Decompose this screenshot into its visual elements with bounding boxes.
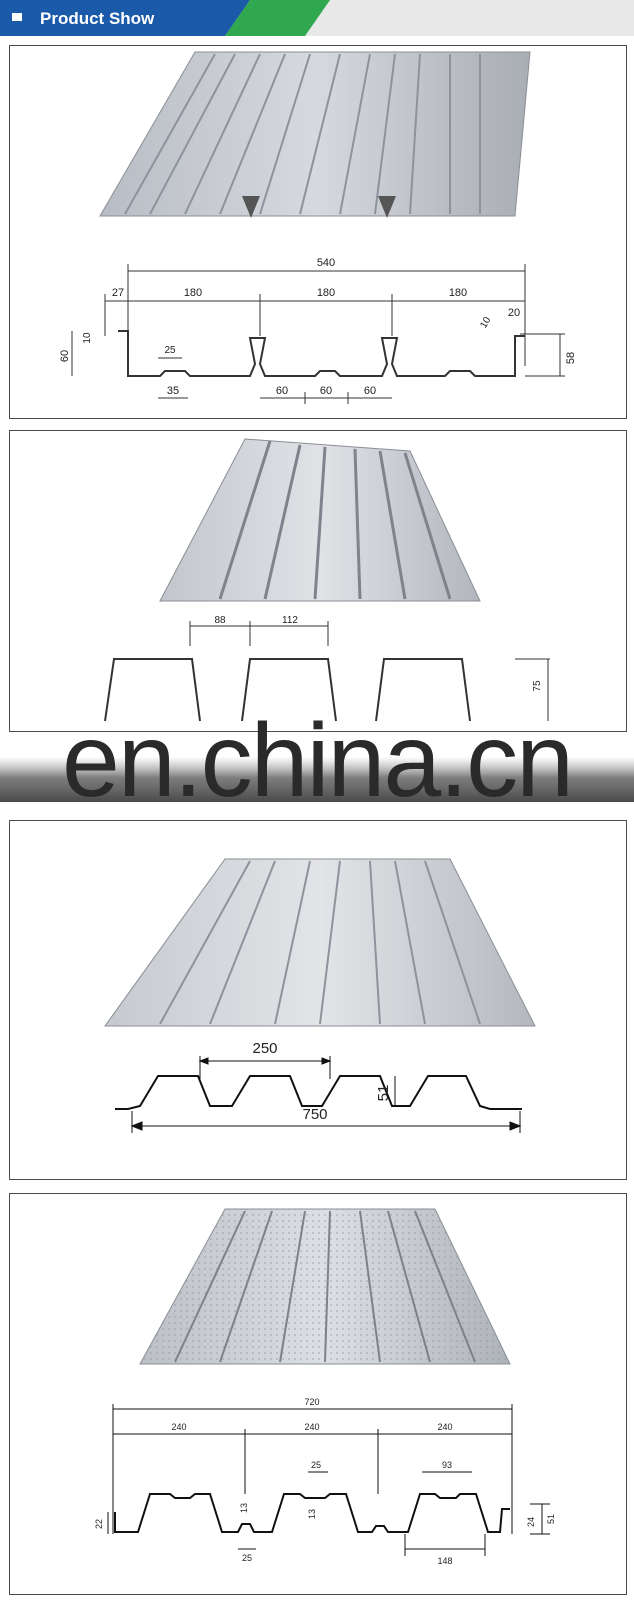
product-panel-3: 250 51 750 xyxy=(9,820,627,1180)
dim-lip: 27 xyxy=(112,287,124,299)
dim-pitch: 112 xyxy=(282,615,298,626)
dim-top: 88 xyxy=(214,615,226,626)
dim-rib-bottom: 35 xyxy=(167,385,179,397)
dim-lip-left: 10 xyxy=(82,332,93,344)
watermark-band xyxy=(0,732,634,802)
square-bullet-icon xyxy=(12,13,22,21)
dim-emb2: 60 xyxy=(320,385,332,397)
deck-profile-75-drawing: 88 112 75 xyxy=(104,438,550,722)
dim-span1: 180 xyxy=(184,287,202,299)
dim-span1: 240 xyxy=(171,1422,186,1432)
dim-total: 540 xyxy=(317,257,335,269)
dim-emb3: 60 xyxy=(364,385,376,397)
dim-lip-right: 10 xyxy=(478,315,493,331)
dim-emb1: 60 xyxy=(276,385,288,397)
header-banner xyxy=(0,0,634,36)
dim-left-height: 22 xyxy=(94,1519,104,1529)
dim-notch2: 13 xyxy=(307,1509,317,1519)
dim-span2: 180 xyxy=(317,287,335,299)
dim-rib-top: 25 xyxy=(164,345,176,356)
watermark-text: en.china.cn xyxy=(62,703,574,819)
dim-right-lip: 20 xyxy=(508,307,520,319)
dim-height: 60 xyxy=(59,350,71,362)
product-panel-1: 540 27 180 180 180 20 10 10 60 25 35 60 … xyxy=(9,45,627,419)
dim-right-height1: 24 xyxy=(526,1517,536,1527)
section-title: Product Show xyxy=(40,9,155,28)
dim-span3: 180 xyxy=(449,287,467,299)
dim-bottom-span: 148 xyxy=(437,1556,452,1566)
section-header: Product Show xyxy=(0,0,634,36)
dim-rib-top: 93 xyxy=(442,1460,452,1470)
deck-profile-750-drawing: 250 51 750 xyxy=(104,858,536,1133)
dim-height: 75 xyxy=(532,680,543,692)
dim-height: 51 xyxy=(375,1085,392,1102)
dim-notch1: 13 xyxy=(239,1503,249,1513)
dim-rib-width: 25 xyxy=(311,1460,321,1470)
product-panel-4: 720 240 240 240 25 93 13 13 25 148 22 24… xyxy=(9,1193,627,1595)
product-panel-2: 88 112 75 xyxy=(9,430,627,732)
dim-span3: 240 xyxy=(437,1422,452,1432)
sheet-render xyxy=(99,51,531,217)
dim-pitch: 250 xyxy=(252,1040,277,1057)
dim-right-height2: 51 xyxy=(546,1514,556,1524)
dim-bottom-rib: 25 xyxy=(242,1553,252,1563)
dim-right-height: 58 xyxy=(565,352,577,364)
deck-profile-540-drawing: 540 27 180 180 180 20 10 10 60 25 35 60 … xyxy=(59,51,577,404)
dim-total: 750 xyxy=(302,1106,327,1123)
deck-profile-720-drawing: 720 240 240 240 25 93 13 13 25 148 22 24… xyxy=(94,1208,556,1566)
dim-total: 720 xyxy=(304,1397,319,1407)
sheet-render xyxy=(104,858,536,1027)
dim-span2: 240 xyxy=(304,1422,319,1432)
